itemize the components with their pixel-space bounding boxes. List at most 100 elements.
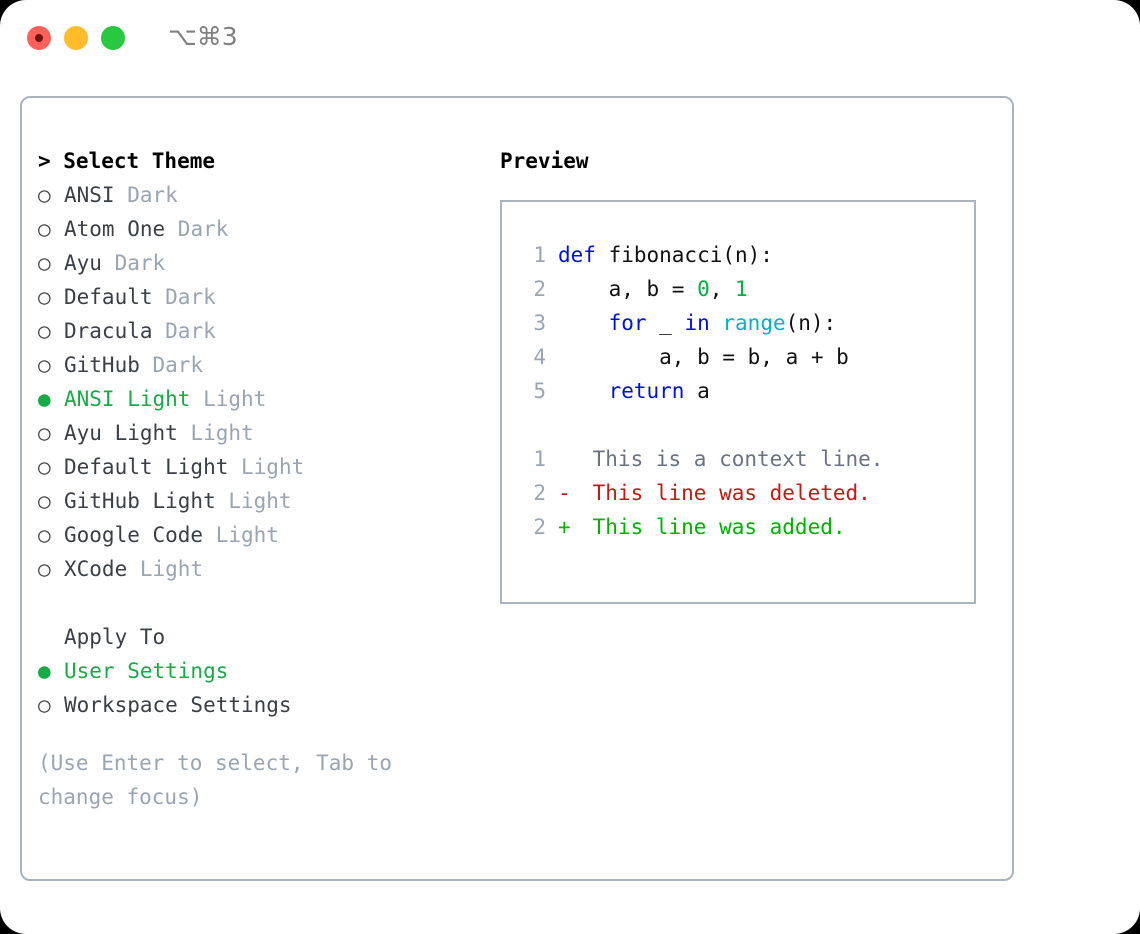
diff-text: This is a context line. <box>580 447 884 471</box>
diff-line: 1 This is a context line. <box>520 442 974 476</box>
apply-to-label: Workspace Settings <box>64 693 292 717</box>
diff-line-number: 2 <box>533 481 546 505</box>
diff-line: 2- This line was deleted. <box>520 476 974 510</box>
theme-name: Atom One <box>64 217 166 241</box>
keyboard-hint-text: (Use Enter to select, Tab to change focu… <box>38 751 393 809</box>
theme-name: Dracula <box>64 319 153 343</box>
code-token: def <box>558 243 609 267</box>
theme-list-item[interactable]: ○ Atom One Dark <box>38 212 478 246</box>
radio-unselected-icon: ○ <box>38 523 51 547</box>
theme-variant-label: Light <box>215 489 292 513</box>
list-spacer <box>38 586 478 620</box>
theme-variant-label: Dark <box>139 353 204 377</box>
code-line-number: 3 <box>533 311 546 335</box>
radio-unselected-icon: ○ <box>38 693 51 717</box>
theme-variant-label: Light <box>190 387 267 411</box>
radio-unselected-icon: ○ <box>38 217 51 241</box>
theme-name: XCode <box>64 557 128 581</box>
diff-text: This line was added. <box>580 515 846 539</box>
diff-line: 2 + This line was added. <box>520 510 974 544</box>
radio-unselected-icon: ○ <box>38 183 51 207</box>
apply-to-item[interactable]: ○ Workspace Settings <box>38 688 478 722</box>
theme-list-item[interactable]: ○GitHub Dark <box>38 348 478 382</box>
minimize-window-icon[interactable] <box>64 26 88 50</box>
code-token: for <box>558 311 647 335</box>
theme-variant-label: Dark <box>165 217 229 241</box>
apply-to-item[interactable]: ● User Settings <box>38 654 478 688</box>
code-token: in <box>684 311 723 335</box>
code-line: 3 for _ in range(n): <box>520 306 974 340</box>
code-line: 4 a, b = b, a + b <box>520 340 974 374</box>
code-token: a, b = b, a + b <box>558 345 849 369</box>
apply-to-heading: Apply To <box>64 625 166 649</box>
diff-marker: + <box>558 515 571 539</box>
theme-selector-column: > Select Theme ○ANSI Dark○Atom One Dark○… <box>38 144 478 814</box>
radio-unselected-icon: ○ <box>38 251 51 275</box>
diff-sample: 1 This is a context line.2- This line wa… <box>520 442 974 544</box>
select-theme-heading: > Select Theme <box>38 149 216 173</box>
code-line-number: 1 <box>533 243 546 267</box>
theme-name: Ayu <box>64 251 102 275</box>
maximize-window-icon[interactable] <box>101 26 125 50</box>
code-diff-separator <box>520 408 974 442</box>
keyboard-shortcut-label: ⌥⌘3 <box>168 22 238 51</box>
radio-unselected-icon: ○ <box>38 489 51 513</box>
theme-list-item[interactable]: ○Default Light Light <box>38 450 478 484</box>
diff-marker <box>558 442 580 476</box>
radio-selected-icon: ● <box>38 659 51 683</box>
diff-text: This line was deleted. <box>580 481 871 505</box>
theme-list-item[interactable]: ○ANSI Dark <box>38 178 478 212</box>
code-line-number: 2 <box>533 277 546 301</box>
theme-variant-label: Light <box>127 557 204 581</box>
theme-variant-label: Light <box>228 455 305 479</box>
preview-heading: Preview <box>500 149 589 173</box>
apply-to-label: User Settings <box>64 659 229 683</box>
theme-variant-label: Dark <box>101 251 166 275</box>
theme-variant-label: Light <box>177 421 254 445</box>
main-panel: > Select Theme ○ANSI Dark○Atom One Dark○… <box>20 96 1014 881</box>
theme-list-item[interactable]: ○ Ayu Light Light <box>38 416 478 450</box>
theme-list-item[interactable]: ○ GitHub Light Light <box>38 484 478 518</box>
radio-selected-icon: ● <box>38 387 51 411</box>
radio-unselected-icon: ○ <box>38 421 51 445</box>
theme-variant-label: Dark <box>152 285 216 309</box>
theme-variant-label: Dark <box>114 183 178 207</box>
theme-name: Ayu Light <box>64 421 178 445</box>
theme-name: Google Code <box>64 523 204 547</box>
theme-name: GitHub <box>64 353 140 377</box>
theme-name: ANSI Light <box>64 387 191 411</box>
theme-variant-label: Light <box>203 523 279 547</box>
theme-name: GitHub Light <box>64 489 216 513</box>
theme-list-item[interactable]: ○ Google Code Light <box>38 518 478 552</box>
code-token: , <box>709 277 736 301</box>
code-line: 2 a, b = 0, 1 <box>520 272 974 306</box>
code-token: return <box>558 379 698 403</box>
theme-list-item[interactable]: ● ANSI Light Light <box>38 382 478 416</box>
radio-unselected-icon: ○ <box>38 319 51 343</box>
code-token: a <box>697 379 710 403</box>
code-token: range <box>722 311 786 335</box>
theme-list-item[interactable]: ○Dracula Dark <box>38 314 478 348</box>
code-token: _ <box>646 311 685 335</box>
theme-list: ○ANSI Dark○Atom One Dark○Ayu Dark○Defaul… <box>38 178 478 586</box>
diff-line-number: 2 <box>533 515 546 539</box>
code-token: 0 <box>697 277 710 301</box>
diff-line-number: 1 <box>533 447 546 471</box>
theme-list-item[interactable]: ○ Ayu Dark <box>38 246 478 280</box>
title-bar: ⌥⌘3 <box>0 0 1140 78</box>
close-window-icon[interactable] <box>27 26 51 50</box>
radio-unselected-icon: ○ <box>38 557 51 581</box>
theme-list-item[interactable]: ○ XCode Light <box>38 552 478 586</box>
theme-list-item[interactable]: ○ Default Dark <box>38 280 478 314</box>
code-token: 1 <box>735 277 748 301</box>
code-line-number: 4 <box>533 345 546 369</box>
theme-name: Default <box>64 285 153 309</box>
radio-unselected-icon: ○ <box>38 455 51 479</box>
radio-unselected-icon: ○ <box>38 285 51 309</box>
code-token: a, b = <box>558 277 698 301</box>
